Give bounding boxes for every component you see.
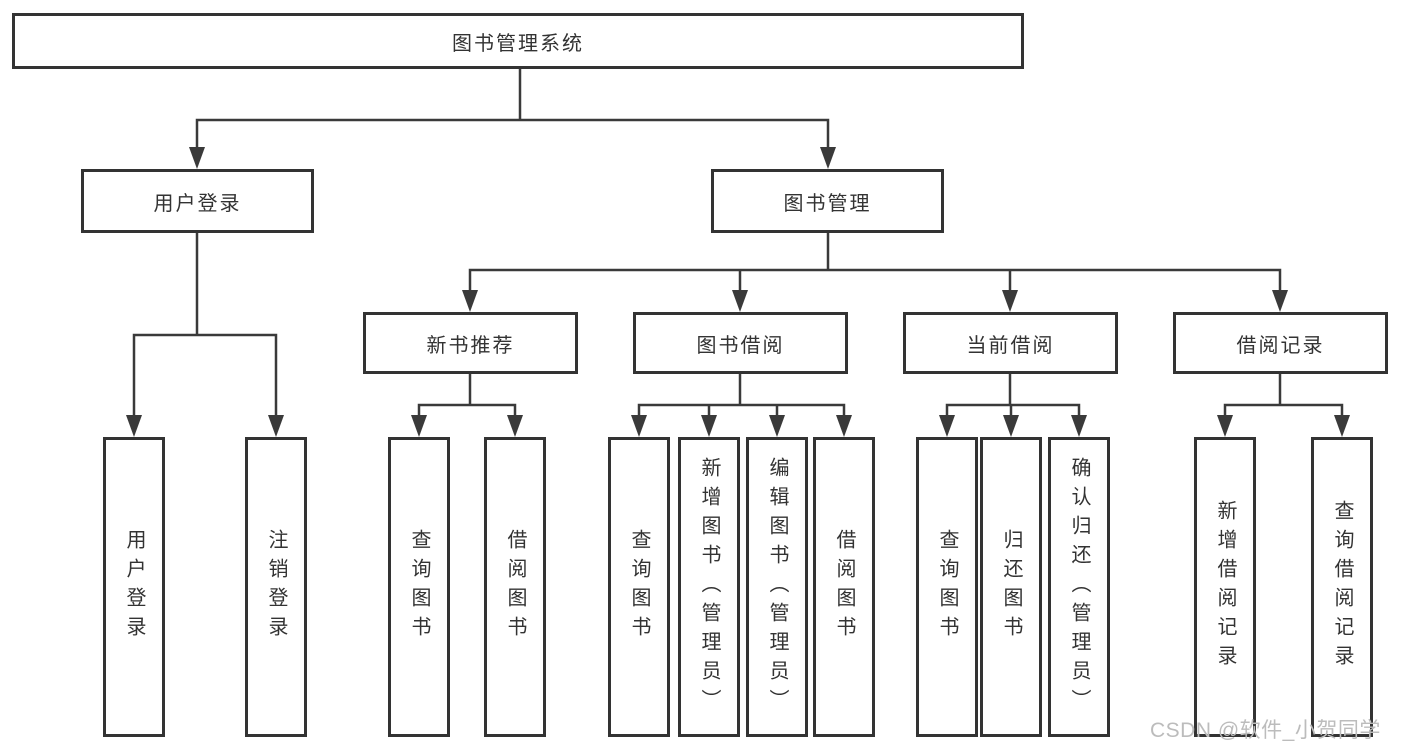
node-label: 查询图书 <box>936 529 958 645</box>
watermark: CSDN @软件_小贺同学 <box>1150 719 1381 742</box>
arrowhead <box>769 415 785 437</box>
connector-book-borrowing-to-leaves <box>631 372 852 437</box>
node-label: 借阅图书 <box>504 529 526 645</box>
node-label: 查询图书 <box>408 529 430 645</box>
node-label: 图书管理 <box>783 192 872 215</box>
node-book-borrowing: 图书借阅 <box>633 312 848 374</box>
leaf-edit-books-admin: 编辑图书（管理员） <box>746 437 808 737</box>
arrowhead <box>939 415 955 437</box>
connector-book-management-to-level3 <box>462 231 1288 312</box>
connector-borrowing-records-to-leaves <box>1217 372 1350 437</box>
node-label: 确认归还（管理员） <box>1068 456 1090 718</box>
node-user-login: 用户登录 <box>81 169 314 233</box>
leaf-user-login: 用户登录 <box>103 437 165 737</box>
arrowhead <box>1071 415 1087 437</box>
arrowhead <box>1002 290 1018 312</box>
node-borrowing-records: 借阅记录 <box>1173 312 1388 374</box>
node-label: 新书推荐 <box>426 334 515 357</box>
arrowhead <box>732 290 748 312</box>
arrowhead <box>462 290 478 312</box>
arrowhead <box>126 415 142 437</box>
leaf-query-books: 查询图书 <box>916 437 978 737</box>
node-label: 归还图书 <box>1000 529 1022 645</box>
node-label: 编辑图书（管理员） <box>766 456 788 718</box>
node-label: 注销登录 <box>265 529 287 645</box>
node-label: 查询图书 <box>628 529 650 645</box>
leaf-query-books: 查询图书 <box>388 437 450 737</box>
arrowhead <box>1217 415 1233 437</box>
node-label: 用户登录 <box>153 192 242 215</box>
leaf-logout-login: 注销登录 <box>245 437 307 737</box>
leaf-borrow-books: 借阅图书 <box>813 437 875 737</box>
node-label: 用户登录 <box>123 529 145 645</box>
node-label: 借阅图书 <box>833 529 855 645</box>
connector-new-book-recommendation-to-leaves <box>411 372 523 437</box>
arrowhead <box>507 415 523 437</box>
node-label: 查询借阅记录 <box>1331 500 1353 674</box>
leaf-confirm-return-admin: 确认归还（管理员） <box>1048 437 1110 737</box>
arrowhead <box>1272 290 1288 312</box>
arrowhead <box>189 147 205 169</box>
node-label: 借阅记录 <box>1236 334 1325 357</box>
node-label: 新增图书（管理员） <box>698 456 720 718</box>
node-new-book-recommendation: 新书推荐 <box>363 312 578 374</box>
node-book-management: 图书管理 <box>711 169 944 233</box>
arrowhead <box>836 415 852 437</box>
node-label: 当前借阅 <box>966 334 1055 357</box>
arrowhead <box>631 415 647 437</box>
arrowhead <box>411 415 427 437</box>
connector-root-to-level2 <box>189 67 836 169</box>
leaf-add-books-admin: 新增图书（管理员） <box>678 437 740 737</box>
leaf-return-books: 归还图书 <box>980 437 1042 737</box>
node-label: 新增借阅记录 <box>1214 500 1236 674</box>
arrowhead <box>268 415 284 437</box>
arrowhead <box>820 147 836 169</box>
arrowhead <box>701 415 717 437</box>
leaf-add-borrow-record: 新增借阅记录 <box>1194 437 1256 737</box>
node-label: 图书借阅 <box>696 334 785 357</box>
node-root-system: 图书管理系统 <box>12 13 1024 69</box>
node-label: 图书管理系统 <box>452 32 584 55</box>
arrowhead <box>1334 415 1350 437</box>
leaf-query-books: 查询图书 <box>608 437 670 737</box>
leaf-query-borrow-record: 查询借阅记录 <box>1311 437 1373 737</box>
connector-user-login-to-leaves <box>126 231 284 437</box>
connector-current-borrowing-to-leaves <box>939 372 1087 437</box>
node-current-borrowing: 当前借阅 <box>903 312 1118 374</box>
leaf-borrow-books: 借阅图书 <box>484 437 546 737</box>
arrowhead <box>1003 415 1019 437</box>
